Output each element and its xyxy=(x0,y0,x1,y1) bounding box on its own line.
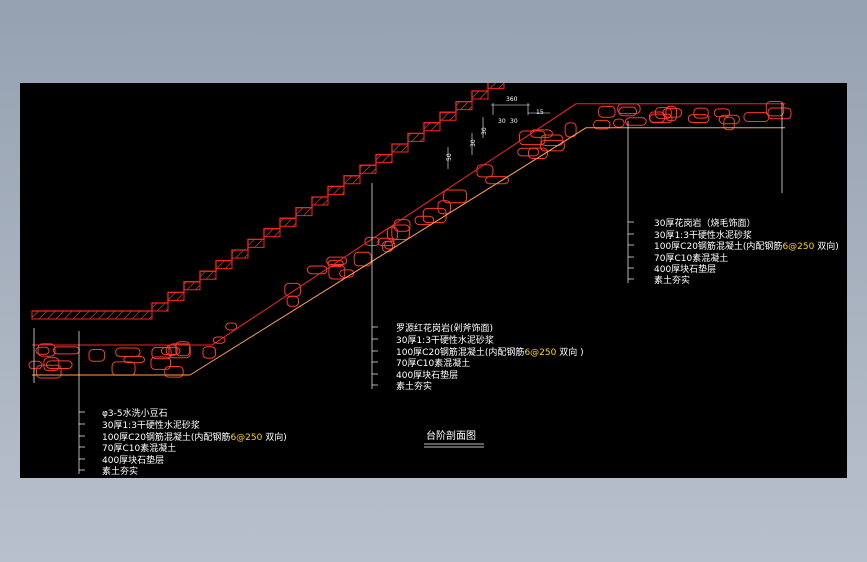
dimension-label: 15 xyxy=(536,109,544,116)
rubble-stone xyxy=(443,189,468,204)
rubble-stone xyxy=(160,346,181,355)
note-line: 30厚花岗岩（烧毛饰面） xyxy=(654,217,755,229)
note-line: 70厚C10素混凝土 xyxy=(102,442,176,454)
slab-outline xyxy=(189,127,785,376)
rubble-stone xyxy=(693,107,709,119)
note-line: 400厚块石垫层 xyxy=(396,369,458,381)
rubble-stone xyxy=(284,282,302,297)
note-line: 400厚块石垫层 xyxy=(654,263,716,275)
rubble-stone xyxy=(422,207,447,224)
rubble-stone xyxy=(625,117,647,126)
note-line: 30厚1:3干硬性水泥砂浆 xyxy=(654,229,752,241)
dimension-label: 50 xyxy=(446,153,453,161)
rubble-stone xyxy=(353,251,372,267)
rubble-stone xyxy=(150,356,171,370)
note-line: 400厚块石垫层 xyxy=(102,454,164,466)
rubble-stone xyxy=(123,356,146,364)
rubble-stone xyxy=(765,101,785,117)
note-line: 70厚C10素混凝土 xyxy=(396,357,470,369)
rubble-stone xyxy=(225,322,238,331)
rubble-stone xyxy=(168,343,191,359)
rubble-stone xyxy=(527,147,548,159)
rubble-stone xyxy=(540,139,565,152)
rubble-stone xyxy=(391,224,410,240)
note-leaders xyxy=(78,121,634,474)
rubble-stone xyxy=(381,240,394,253)
rubble-stone xyxy=(328,265,346,280)
rubble-stone xyxy=(28,360,43,370)
rubble-stone xyxy=(286,295,300,307)
step-profile xyxy=(32,83,489,312)
rubble-stone xyxy=(36,364,62,379)
cad-drawing-canvas: 360 30 30 15 30 30 50 30厚花岗岩（烧毛饰面） 30厚1:… xyxy=(20,83,847,478)
notes-left: φ3-5水洗小豆石 30厚1:3干硬性水泥砂浆 100厚C20钢筋混凝土(内配钢… xyxy=(102,407,287,477)
rubble-stone xyxy=(743,112,770,122)
rubble-stone xyxy=(164,366,184,378)
note-line: 素土夯实 xyxy=(102,465,138,477)
rubble-stone xyxy=(593,119,611,130)
rubble-stone xyxy=(115,347,141,357)
rubble-stone xyxy=(175,341,191,357)
note-line: φ3-5水洗小豆石 xyxy=(102,407,168,419)
note-line: 30厚1:3干硬性水泥砂浆 xyxy=(396,334,494,346)
note-line: 素土夯实 xyxy=(654,274,690,286)
rubble-stone xyxy=(648,111,666,123)
rubble-stone xyxy=(476,164,494,178)
dimension-label: 30 xyxy=(498,118,506,125)
rubble-stone xyxy=(598,105,616,118)
rubble-stone xyxy=(339,269,355,278)
rubble-stone xyxy=(518,130,546,146)
rubble-stone xyxy=(393,219,411,232)
dimension-label: 30 xyxy=(470,139,477,147)
rubble-stone xyxy=(687,114,710,123)
dimension-label: 30 xyxy=(510,118,518,125)
dimension-label: 360 xyxy=(506,96,518,103)
note-line: 素土夯实 xyxy=(396,380,432,392)
rubble-stone xyxy=(111,361,136,376)
rubble-stone xyxy=(35,346,50,355)
stair-section-drawing: 360 30 30 15 30 30 50 30厚花岗岩（烧毛饰面） 30厚1:… xyxy=(28,83,839,477)
note-line: 罗源红花岗岩(剁斧饰面) xyxy=(396,322,493,334)
drawing-title: 台阶剖面图 xyxy=(426,429,476,442)
rubble-stone xyxy=(88,349,106,362)
rubble-stone xyxy=(718,114,740,125)
rubble-stone xyxy=(618,106,637,117)
note-line: 30厚1:3干硬性水泥砂浆 xyxy=(102,419,200,431)
note-line: 100厚C20钢筋混凝土(内配钢筋6@250 双向 ) xyxy=(396,346,584,358)
notes-middle: 罗源红花岗岩(剁斧饰面) 30厚1:3干硬性水泥砂浆 100厚C20钢筋混凝土(… xyxy=(396,322,584,392)
rubble-stone xyxy=(713,108,731,118)
note-line: 70厚C10素混凝土 xyxy=(654,252,728,264)
notes-right: 30厚花岗岩（烧毛饰面） 30厚1:3干硬性水泥砂浆 100厚C20钢筋混凝土(… xyxy=(654,217,839,286)
rubble-stone xyxy=(540,134,564,146)
rubble-stone xyxy=(212,336,226,344)
slab-bottom xyxy=(32,103,785,346)
rubble-stone xyxy=(151,346,172,360)
rubble-stone xyxy=(649,113,673,124)
rubble-stone xyxy=(414,215,435,226)
rubble-stone xyxy=(37,343,56,357)
rubble-stone xyxy=(767,107,792,120)
rubble-stone xyxy=(613,118,625,128)
dimension-label: 30 xyxy=(481,127,488,135)
rubble-stone xyxy=(326,256,348,265)
stair-steps xyxy=(32,83,489,312)
rubble-stone xyxy=(306,265,328,275)
rubble-stone xyxy=(654,107,672,119)
rubble-stone xyxy=(377,237,395,247)
rubble-stone xyxy=(202,346,217,359)
dimension-annotations xyxy=(447,103,550,169)
note-line: 100厚C20钢筋混凝土(内配钢筋6@250 双向) xyxy=(654,240,839,252)
rubble-stone xyxy=(43,357,60,372)
note-line: 100厚C20钢筋混凝土(内配钢筋6@250 双向) xyxy=(102,431,287,443)
rubble-stone xyxy=(52,346,80,355)
rubble-stone xyxy=(517,147,540,157)
